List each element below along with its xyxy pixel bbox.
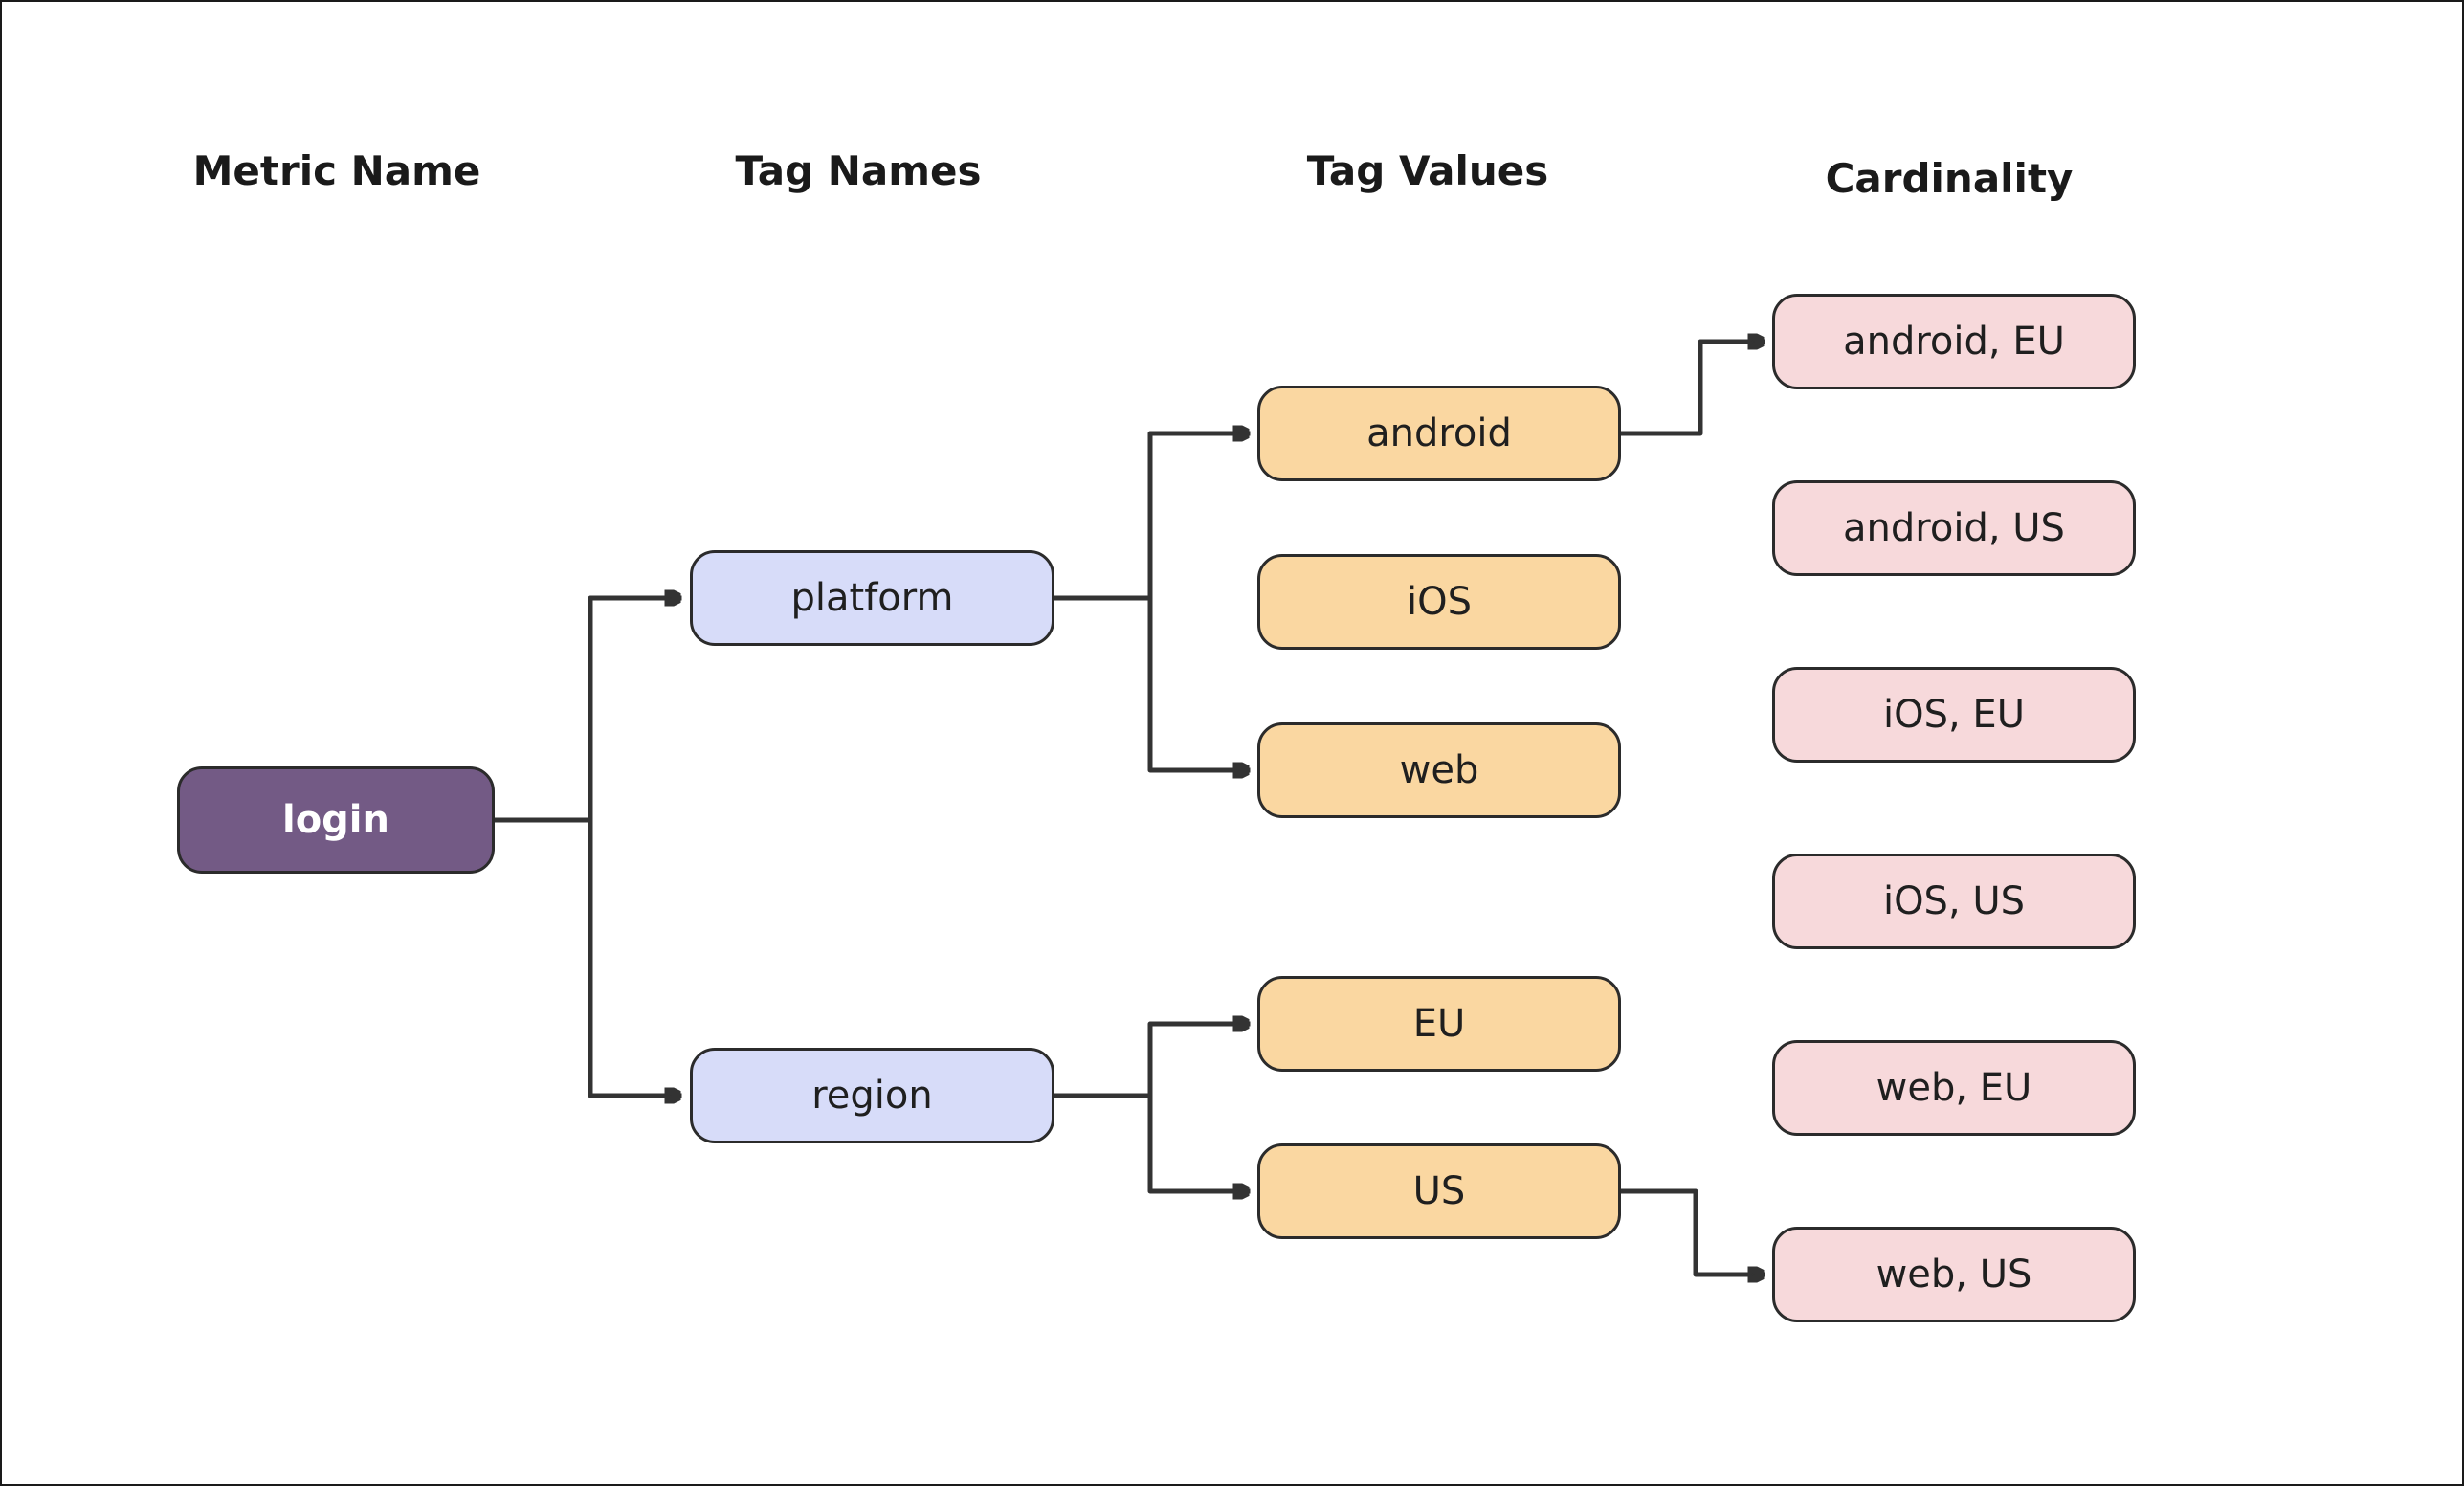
node-us: US — [1257, 1143, 1621, 1239]
column-header-metric-name: Metric Name — [192, 147, 481, 194]
node-region: region — [690, 1048, 1054, 1143]
node-web-eu: web, EU — [1772, 1040, 2136, 1136]
node-web-us: web, US — [1772, 1227, 2136, 1322]
node-login: login — [177, 766, 495, 874]
node-platform: platform — [690, 550, 1054, 646]
node-ios: iOS — [1257, 554, 1621, 650]
node-ios-us: iOS, US — [1772, 854, 2136, 949]
edge-platform-to-web — [1147, 595, 1251, 770]
edge-us-to-web-us — [1618, 1188, 1765, 1275]
edge-region-to-eu — [1147, 1024, 1251, 1098]
edge-login-to-region — [588, 817, 682, 1096]
column-header-tag-values: Tag Values — [1306, 147, 1549, 194]
node-web: web — [1257, 722, 1621, 818]
edge-android-to-android-eu — [1618, 342, 1765, 436]
column-header-tag-names: Tag Names — [735, 147, 982, 194]
node-ios-eu: iOS, EU — [1772, 667, 2136, 763]
node-eu: EU — [1257, 976, 1621, 1072]
edge-region-to-us — [1147, 1093, 1251, 1191]
edge-platform-to-android — [1147, 433, 1251, 601]
edge-login-to-platform — [588, 598, 682, 823]
node-android: android — [1257, 386, 1621, 481]
node-android-us: android, US — [1772, 480, 2136, 576]
node-android-eu: android, EU — [1772, 294, 2136, 389]
column-header-cardinality: Cardinality — [1825, 155, 2074, 202]
